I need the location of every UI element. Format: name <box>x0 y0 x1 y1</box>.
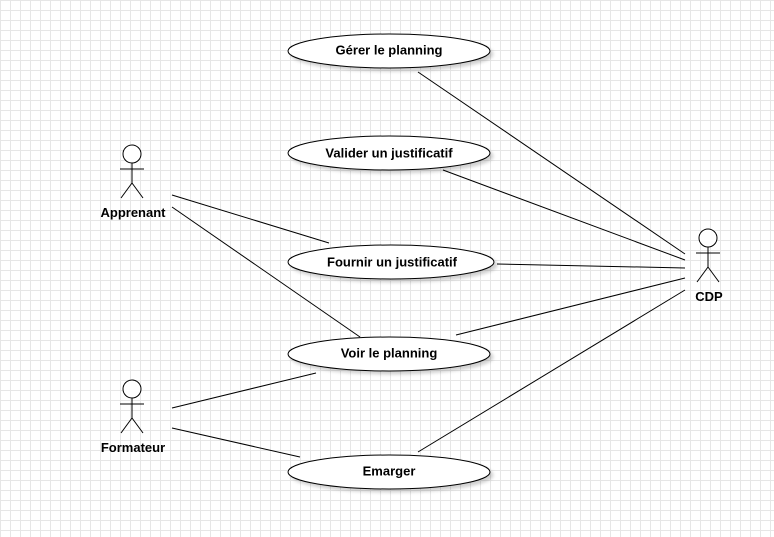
actor-head-icon <box>698 228 718 248</box>
use-case-valider[interactable] <box>287 135 491 171</box>
actor-formateur[interactable] <box>120 379 144 434</box>
association-cdp-gerer <box>417 71 686 255</box>
use-case-label-voir: Voir le planning <box>340 345 438 361</box>
actor-head-icon <box>122 379 142 399</box>
actor-label-formateur: Formateur <box>100 440 166 455</box>
use-case-gerer[interactable] <box>287 33 491 69</box>
associations <box>171 71 686 458</box>
actor-cdp[interactable] <box>696 228 720 283</box>
use-case-label-emarger: Emarger <box>362 463 416 479</box>
use-case-voir[interactable] <box>287 336 491 372</box>
association-cdp-fournir <box>496 263 686 269</box>
use-case-label-gerer: Gérer le planning <box>335 42 443 58</box>
use-case-label-valider: Valider un justificatif <box>325 145 453 161</box>
actor-right-leg <box>131 182 144 199</box>
actor-label-cdp: CDP <box>695 289 723 304</box>
use-case-fournir[interactable] <box>287 244 495 280</box>
association-apprenant-fournir <box>171 194 330 244</box>
actor-apprenant[interactable] <box>120 144 144 199</box>
actor-head-icon <box>122 144 142 164</box>
use-case-label-fournir: Fournir un justificatif <box>327 254 457 270</box>
association-formateur-emarger <box>171 427 301 458</box>
actor-left-leg <box>120 182 133 199</box>
association-formateur-voir <box>171 372 317 409</box>
use-cases <box>287 33 495 490</box>
association-cdp-valider <box>442 169 686 261</box>
actor-left-leg <box>120 417 133 434</box>
actor-right-leg <box>707 266 720 283</box>
actors <box>120 144 720 434</box>
use-case-emarger[interactable] <box>287 454 491 490</box>
actor-left-leg <box>696 266 709 283</box>
association-apprenant-voir <box>171 206 361 338</box>
association-cdp-voir <box>455 277 686 336</box>
association-cdp-emarger <box>417 289 686 453</box>
actor-right-leg <box>131 417 144 434</box>
actor-label-apprenant: Apprenant <box>100 205 166 220</box>
